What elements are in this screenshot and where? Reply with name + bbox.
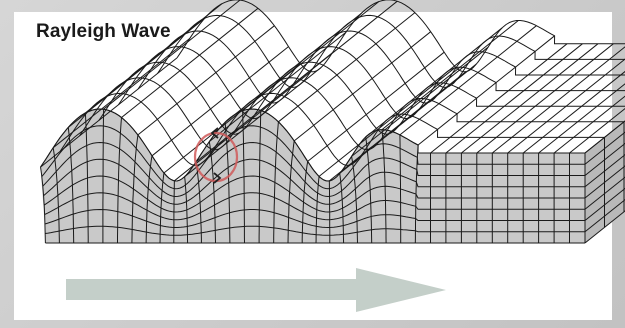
surface-column [67,17,206,128]
surface-column [307,51,445,162]
mesh-column [145,155,153,244]
surface-column [399,25,537,136]
surface-column [430,43,568,154]
surface-row [157,14,625,88]
mesh-column [414,144,419,244]
mesh-column [351,156,358,244]
surface-row [40,108,585,182]
mesh-column [399,134,402,243]
side-row [584,165,625,199]
surface-column [151,46,289,157]
propagation-arrow [66,268,446,312]
surface-column [137,25,275,136]
surface-column [318,66,456,177]
surface-column [522,70,625,154]
side-face-mesh [584,120,625,244]
surface-column [365,27,503,138]
block-fill [40,109,625,243]
side-row [584,176,625,210]
mesh-column [273,121,279,243]
mesh-column [184,176,189,244]
mesh-column [67,127,75,244]
mesh-column [242,110,245,244]
side-row [584,210,625,244]
surface-column [569,107,625,154]
arrow-right-icon [213,172,222,184]
arrow-left-icon [210,127,219,139]
surface-column [242,1,380,111]
surface-column [121,7,259,118]
diagram-title: Rayleigh Wave [36,21,171,42]
surface-column [184,67,322,178]
surface-column [224,12,362,123]
surface-column [445,43,583,154]
mesh-column [102,109,105,243]
particle-motion-marker [193,127,239,184]
surface-column [52,38,191,149]
mesh-column [315,176,320,244]
mesh-column [195,161,202,243]
mesh-column [258,110,262,243]
mesh-column [117,117,122,243]
mesh-column [287,140,295,244]
side-row [584,120,625,154]
mesh-column [381,129,387,244]
mesh-column [301,161,309,243]
mesh-column [365,136,373,244]
side-row [584,142,625,176]
mesh-column [328,180,331,243]
surface-column [208,32,347,142]
side-row [584,187,625,221]
surface-column [351,46,489,157]
mesh-column [84,112,89,243]
side-row [584,154,625,188]
surface-column [461,43,599,154]
surface-column [85,3,223,114]
surface-column [103,0,241,110]
surface-column [491,46,625,154]
surface-column [174,71,312,182]
mesh-column [173,180,175,243]
surface-column [476,43,614,154]
side-row [584,131,625,165]
surface-row [176,0,625,73]
surface-column [507,58,625,154]
mesh-column [40,167,46,244]
surface-column [293,31,432,142]
side-row [584,199,625,233]
surface-column [339,63,477,174]
surface-column [260,0,398,111]
surface-column [381,20,519,130]
mesh-column [208,141,216,244]
surface-column [417,35,555,146]
top-surface-mesh [40,0,625,182]
mesh-column [339,173,345,244]
arrow-right-icon [66,268,446,312]
mesh-column [131,134,139,244]
surface-column [538,83,625,154]
mesh-column [159,172,165,244]
surface-column [278,12,416,123]
surface-column [328,71,467,182]
mesh-column [52,147,60,244]
surface-column [40,57,178,168]
surface-column [553,95,625,154]
